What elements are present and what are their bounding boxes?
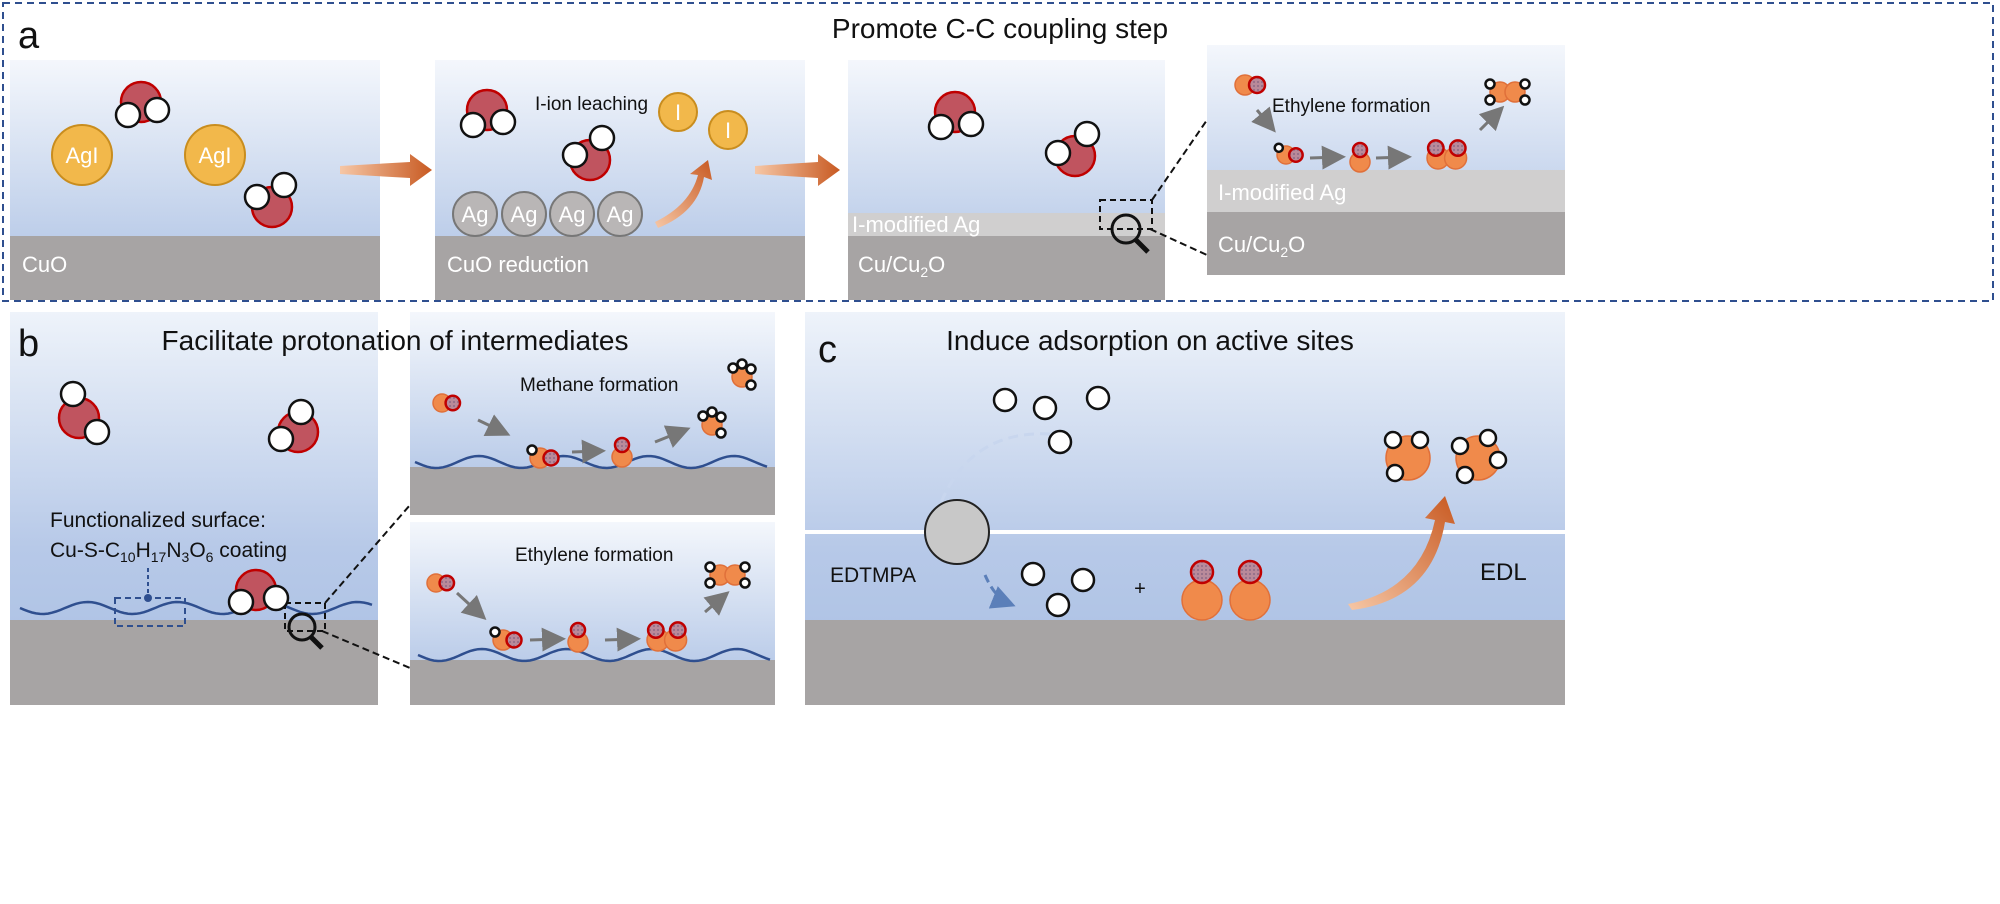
leaching-label: I-ion leaching (535, 94, 648, 115)
adsorbed-co (611, 436, 633, 468)
coating-wave (19, 600, 373, 616)
coh-intermediate (489, 626, 523, 651)
i-modified-ag-label: I-modified Ag (1218, 180, 1346, 205)
panel-b-text-layer: Facilitate protonation of intermediates … (50, 325, 628, 565)
water-molecule (459, 88, 517, 139)
methane-molecule (1383, 430, 1431, 483)
water-molecule (114, 80, 171, 129)
ethylene-molecule (1484, 78, 1531, 106)
agi-particle: AgI (184, 124, 246, 186)
adsorbed-co (567, 621, 589, 653)
panel-b-title: Facilitate protonation of intermediates (162, 325, 629, 356)
desorption-arrow (1348, 496, 1455, 610)
ion (1020, 561, 1046, 587)
c2-intermediate (1426, 139, 1468, 170)
arrow-right (340, 154, 432, 186)
ethylene-label: Ethylene formation (515, 545, 673, 566)
co-molecule (426, 573, 456, 593)
leaching-arrow (655, 160, 712, 228)
zoom-line (1151, 119, 1208, 201)
cuo-reduction-label: CuO reduction (447, 252, 589, 277)
methane-label: Methane formation (520, 375, 678, 396)
svg-text:AgI: AgI (65, 143, 98, 168)
edtmpa-molecule (924, 499, 990, 565)
methane-molecule (1450, 428, 1508, 485)
magnifier-icon (1110, 213, 1150, 254)
ag-particle: Ag (501, 191, 547, 237)
iodide-ion: I (658, 92, 698, 132)
c2-intermediate (646, 621, 688, 652)
cu-cu2o-label: Cu/Cu2O (858, 252, 945, 280)
coating-formula: Cu-S-C10H17N3O6 coating (50, 539, 287, 565)
water-molecule (243, 171, 298, 229)
ethylene-label: Ethylene formation (1272, 96, 1430, 117)
panel-c-letter: c (818, 329, 837, 371)
adsorbed-co (1349, 141, 1371, 173)
svg-text:I: I (675, 100, 681, 125)
arrow-right (755, 154, 840, 186)
water-molecule (1044, 120, 1101, 178)
zoom-region (1099, 199, 1153, 230)
water-molecule (57, 380, 111, 446)
ion (1047, 429, 1073, 455)
methane-molecule (727, 358, 757, 391)
co-molecule (1234, 74, 1267, 96)
panel-a-title: Promote C-C coupling step (832, 13, 1168, 44)
svg-text:AgI: AgI (198, 143, 231, 168)
coh-intermediate (526, 444, 560, 469)
magnifier-icon (287, 612, 324, 650)
panel-a: a Promote C-C coupling step CuO AgI AgI … (2, 2, 1994, 302)
surface-label: Functionalized surface: (50, 509, 266, 532)
panel-c-title: Induce adsorption on active sites (946, 325, 1354, 356)
edl-label: EDL (1480, 559, 1527, 586)
panel-b: b Functionalized surface: Methane format… (10, 312, 775, 705)
ion (1032, 395, 1058, 421)
ethylene-molecule (704, 561, 751, 589)
water-molecule (927, 90, 985, 141)
panel-c: c Induce adsorption on active sites EDTM… (805, 312, 1565, 705)
co-molecule (432, 393, 462, 413)
svg-text:Ag: Ag (607, 202, 634, 227)
step-1-cuo: CuO AgI AgI (10, 60, 380, 300)
edtmpa-label: EDTMPA (830, 564, 916, 587)
ion (1070, 567, 1096, 593)
panel-b-letter: b (18, 323, 39, 365)
water-molecule (267, 398, 320, 454)
i-modified-ag-label: I-modified Ag (852, 212, 980, 237)
adsorbed-co (1181, 559, 1223, 621)
svg-text:Ag: Ag (559, 202, 586, 227)
methane-molecule (697, 406, 727, 439)
panel-a-border (2, 2, 1994, 302)
ion (1085, 385, 1111, 411)
water-molecule (227, 568, 290, 616)
panel-a-letter: a (18, 15, 40, 57)
plus-sign: + (1134, 578, 1146, 600)
adsorbed-co (1229, 559, 1271, 621)
cu-cu2o-label: Cu/Cu2O (1218, 232, 1305, 260)
ag-particle: Ag (452, 191, 498, 237)
coh-intermediate (1273, 142, 1304, 165)
ag-particle: Ag (549, 191, 595, 237)
zoom-region (284, 602, 326, 632)
water-molecule (561, 124, 616, 182)
iodide-ion: I (708, 110, 748, 150)
step-3-modified: I-modified Ag Cu/Cu2O (848, 60, 1208, 300)
svg-text:Ag: Ag (511, 202, 538, 227)
ion (992, 387, 1018, 413)
ion (1045, 592, 1071, 618)
agi-particle: AgI (51, 124, 113, 186)
svg-text:Ag: Ag (462, 202, 489, 227)
coating-region (114, 597, 186, 627)
svg-text:I: I (725, 118, 731, 143)
cuo-label: CuO (22, 252, 67, 277)
ag-particle: Ag (597, 191, 643, 237)
